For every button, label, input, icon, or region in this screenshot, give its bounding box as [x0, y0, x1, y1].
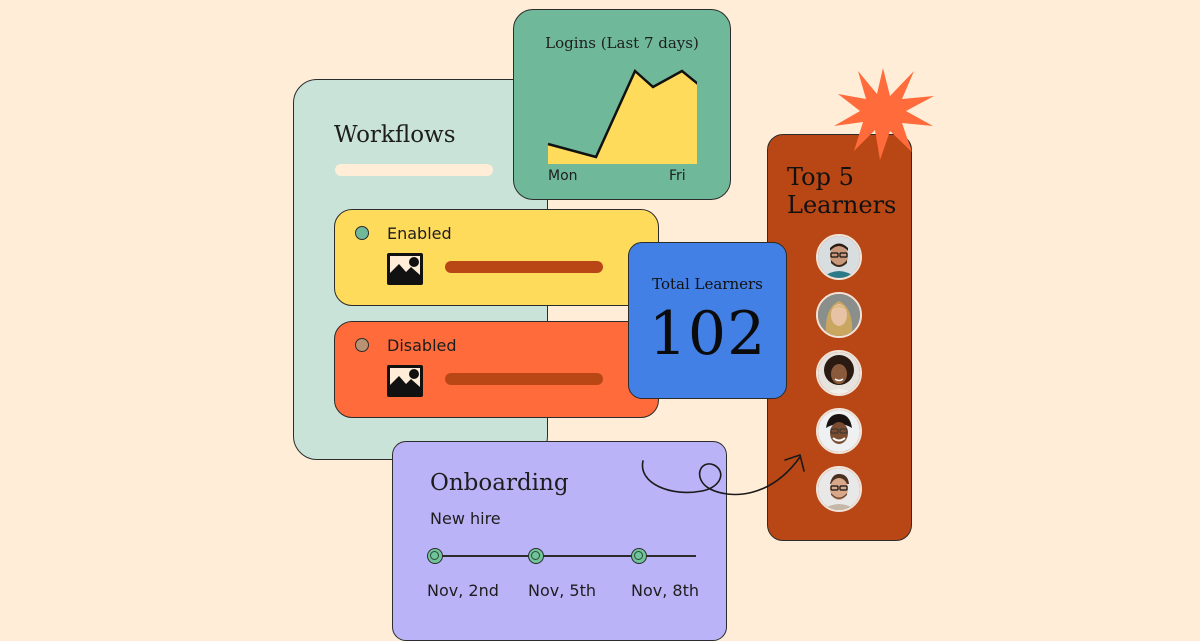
workflows-title: Workflows — [334, 122, 456, 148]
onboarding-card: Onboarding New hire Nov, 2nd Nov, 5th No… — [392, 441, 727, 641]
top-learners-card: Top 5 Learners — [767, 134, 912, 541]
person-icon — [818, 410, 860, 452]
person-icon — [818, 352, 860, 394]
total-learners-value: 102 — [648, 299, 767, 369]
starburst-icon — [834, 68, 934, 160]
timeline-date-3: Nov, 8th — [631, 581, 699, 600]
title-line-1: Top 5 — [787, 163, 854, 191]
person-icon — [818, 294, 860, 336]
total-learners-label: Total Learners — [652, 275, 763, 293]
logins-chart-card: Logins (Last 7 days) Mon Fri — [513, 9, 731, 200]
status-label: Disabled — [387, 336, 457, 355]
timeline-date-2: Nov, 5th — [528, 581, 596, 600]
title-line-2: Learners — [787, 191, 897, 219]
learner-avatar-5[interactable] — [816, 466, 862, 512]
timeline-line — [435, 555, 696, 557]
timeline-date-1: Nov, 2nd — [427, 581, 499, 600]
person-icon — [818, 468, 860, 510]
x-axis-label-start: Mon — [548, 168, 578, 184]
timeline-node-3[interactable] — [631, 548, 647, 564]
onboarding-subtitle: New hire — [430, 509, 501, 528]
status-dot-disabled — [355, 338, 369, 352]
timeline-node-2[interactable] — [528, 548, 544, 564]
workflow-progress-bar — [445, 261, 603, 273]
chart-title: Logins (Last 7 days) — [545, 34, 699, 52]
status-dot-enabled — [355, 226, 369, 240]
image-icon — [387, 253, 423, 285]
timeline-node-1[interactable] — [427, 548, 443, 564]
x-axis-label-end: Fri — [669, 168, 686, 184]
logins-area-chart — [547, 68, 697, 164]
learner-avatar-3[interactable] — [816, 350, 862, 396]
workflow-enabled-card[interactable]: Enabled — [334, 209, 659, 306]
status-label: Enabled — [387, 224, 452, 243]
workflows-placeholder-bar — [335, 164, 493, 176]
person-icon — [818, 236, 860, 278]
learner-avatar-4[interactable] — [816, 408, 862, 454]
onboarding-title: Onboarding — [430, 470, 569, 496]
image-icon — [387, 365, 423, 397]
learner-avatar-2[interactable] — [816, 292, 862, 338]
workflow-progress-bar — [445, 373, 603, 385]
total-learners-card: Total Learners 102 — [628, 242, 787, 399]
learner-avatar-1[interactable] — [816, 234, 862, 280]
workflow-disabled-card[interactable]: Disabled — [334, 321, 659, 418]
top-learners-title: Top 5 Learners — [787, 163, 896, 219]
